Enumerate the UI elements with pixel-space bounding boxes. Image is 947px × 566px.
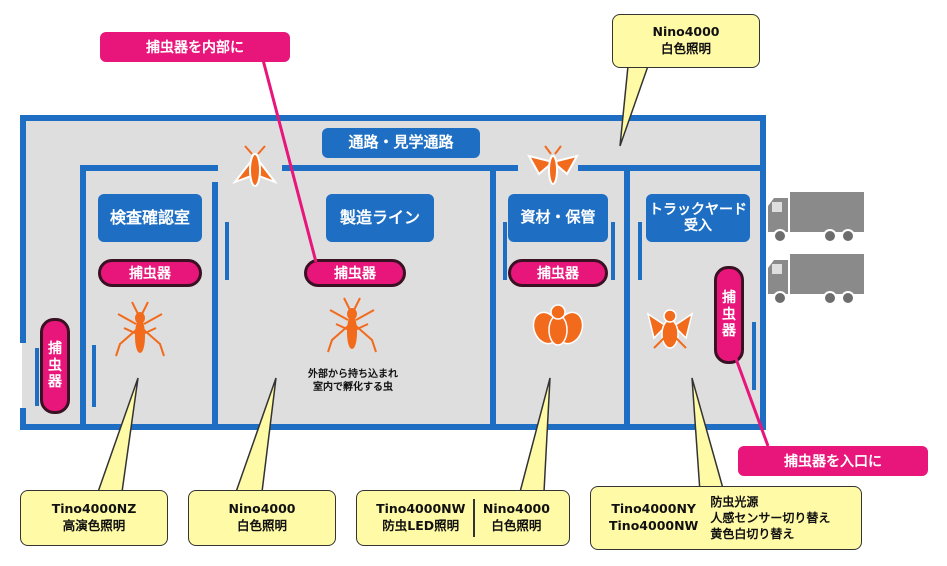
callout-materials-lighting: Tino4000NW 防虫LED照明 Nino4000 白色照明 (356, 490, 570, 546)
pointer-line-entrance (733, 355, 770, 447)
outer-wall-left-lower (20, 408, 26, 430)
inner-wall-top-c (578, 165, 766, 171)
callout-inspection-lighting: Tino4000NZ 高演色照明 (20, 490, 168, 546)
trap-char: 器 (722, 323, 736, 340)
pointer-line-inside (260, 55, 318, 263)
callout-corridor-lighting: Nino4000 白色照明 (612, 14, 760, 68)
callout-desc: 黄色白切り替え (710, 527, 795, 542)
callout-product: Tino4000NY (611, 501, 696, 517)
callout-truckyard-lighting: Tino4000NY Tino4000NW 防虫光源 人感センサー切り替え 黄色… (590, 486, 862, 550)
trap-char: 虫 (722, 306, 736, 323)
insect-trap-inspection: 捕虫器 (98, 259, 202, 287)
callout-desc: 白色照明 (236, 518, 287, 533)
callout-product: Tino4000NW (376, 501, 466, 517)
fly-icon (532, 304, 584, 346)
trap-char: 器 (48, 374, 62, 391)
truck-icon (768, 192, 864, 243)
callout-product: Tino4000NW (609, 518, 699, 533)
door-bar (92, 345, 96, 407)
partition-2 (490, 165, 496, 430)
note-line2: 室内で孵化する虫 (313, 382, 393, 393)
corridor-label: 通路・見学通路 (322, 128, 480, 158)
door-bar (638, 222, 642, 280)
insect-trap-entrance-right: 捕 虫 器 (714, 266, 744, 364)
door-bar (35, 348, 39, 406)
outer-wall-right (760, 115, 766, 430)
mosquito-icon (327, 297, 377, 353)
callout-tail-top (619, 65, 650, 147)
fly-icon (646, 309, 694, 349)
trap-char: 捕 (722, 289, 736, 306)
callout-tail-4 (691, 377, 725, 493)
door-bar (611, 222, 615, 280)
outer-wall-top (20, 115, 766, 121)
callout-product: Nino4000 (652, 24, 720, 40)
insect-origin-note: 外部から持ち込まれ 室内で孵化する虫 (288, 368, 418, 394)
callout-desc: 白色照明 (660, 41, 711, 56)
partition-1-top (212, 165, 218, 171)
door-bar (503, 222, 507, 280)
trap-char: 捕 (48, 340, 62, 357)
inner-wall-left (80, 165, 86, 430)
insect-trap-materials: 捕虫器 (508, 259, 608, 287)
callout-left-col: Tino4000NW 防虫LED照明 (368, 501, 473, 535)
insect-trap-production: 捕虫器 (304, 259, 406, 287)
mosquito-icon (115, 301, 165, 357)
truck-yard-label-line2: 受入 (684, 218, 712, 234)
callout-tail-2 (234, 377, 277, 493)
callout-right-col: Nino4000 白色照明 (475, 501, 558, 535)
partition-1 (212, 182, 218, 430)
production-line-label: 製造ライン (326, 194, 434, 242)
truck-yard-label-line1: トラックヤード (649, 201, 747, 218)
outer-wall-bottom (20, 424, 766, 430)
inner-wall-top-a (80, 165, 212, 171)
moth-icon (232, 145, 278, 187)
outer-wall-left-upper (20, 115, 26, 343)
insect-trap-entrance-left: 捕 虫 器 (40, 318, 70, 414)
materials-storage-label: 資材・保管 (508, 194, 608, 242)
callout-product: Nino4000 (482, 501, 550, 517)
callout-tail-3 (519, 377, 551, 493)
callout-left-col: Tino4000NY Tino4000NW (591, 501, 706, 535)
truck-icon (768, 254, 864, 305)
callout-tail-1 (96, 377, 139, 493)
note-line1: 外部から持ち込まれ (308, 369, 398, 380)
door-bar (225, 222, 229, 280)
callout-product: Tino4000NZ (51, 501, 137, 517)
callout-desc: 防虫光源 (710, 494, 759, 509)
inspection-room-label: 検査確認室 (98, 194, 202, 242)
callout-tails (96, 65, 725, 493)
moth-icon (527, 145, 579, 185)
trap-inside-label: 捕虫器を内部に (100, 32, 290, 62)
inner-wall-top-b (282, 165, 518, 171)
callout-desc: 防虫LED照明 (382, 518, 460, 533)
partition-3 (624, 165, 630, 430)
callout-desc: 人感センサー切り替え (710, 510, 831, 525)
callout-product: Nino4000 (228, 501, 296, 517)
door-bar (752, 322, 756, 390)
callout-divider (473, 499, 475, 537)
callout-production-lighting: Nino4000 白色照明 (188, 490, 336, 546)
callout-desc: 白色照明 (491, 518, 542, 533)
trap-entrance-label: 捕虫器を入口に (738, 446, 928, 476)
truck-yard-label: トラックヤード 受入 (646, 194, 750, 242)
trap-char: 虫 (48, 357, 62, 374)
callout-right-col: 防虫光源 人感センサー切り替え 黄色白切り替え (706, 494, 834, 543)
callout-desc: 高演色照明 (62, 518, 126, 533)
